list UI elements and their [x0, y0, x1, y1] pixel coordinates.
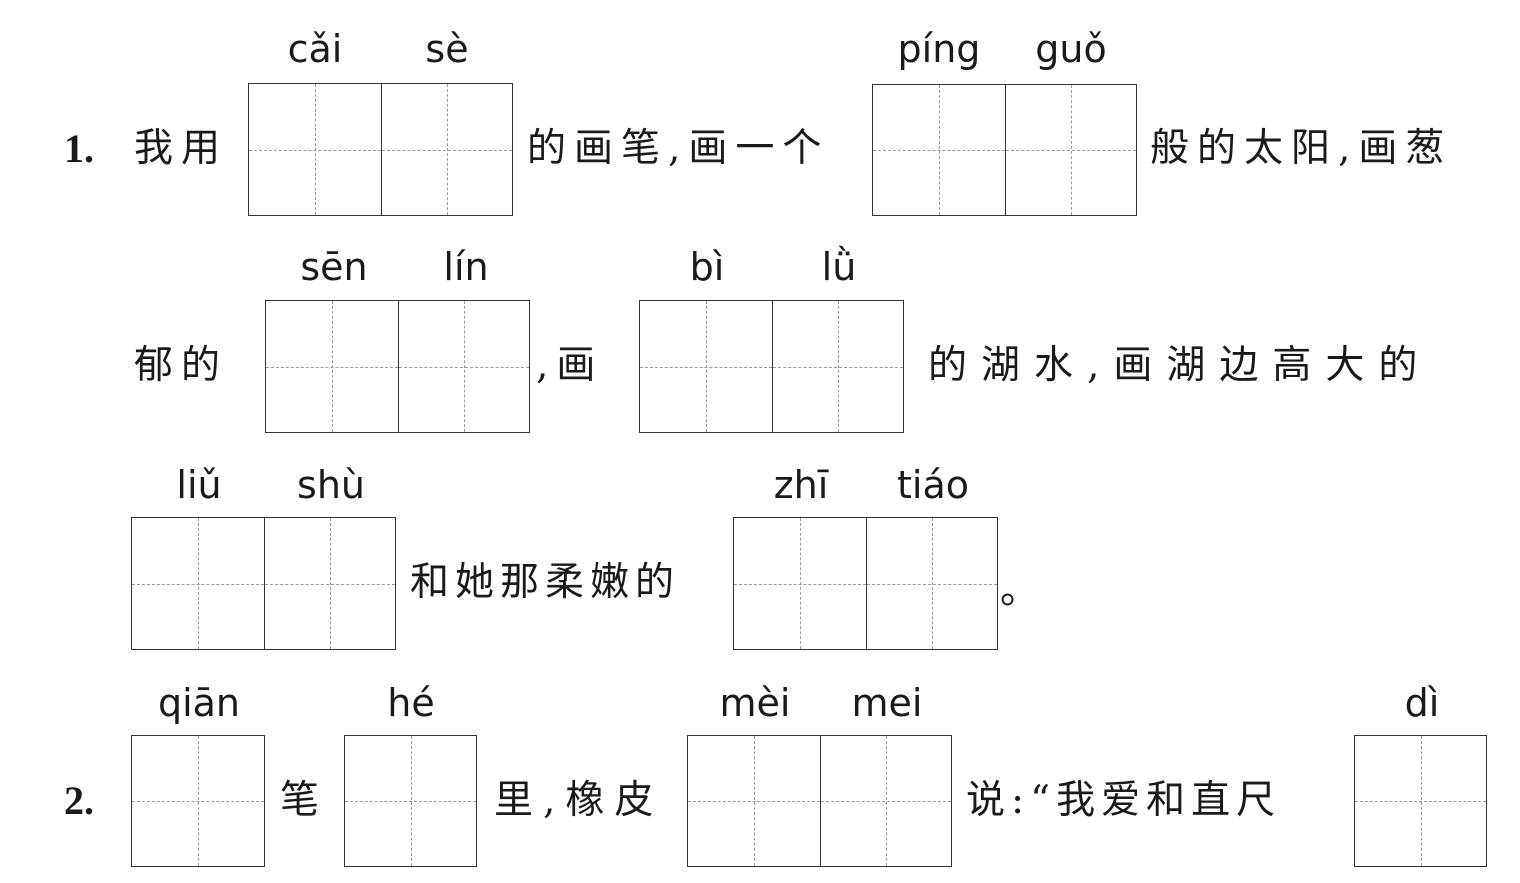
- tianzige-cell[interactable]: [132, 518, 264, 649]
- q2-text-2: 里,橡皮: [494, 778, 664, 823]
- q1-line3-period: 。: [1000, 568, 1048, 613]
- answer-box-senlin[interactable]: [265, 300, 530, 433]
- pinyin-lv: lǜ: [821, 245, 857, 289]
- tianzige-cell[interactable]: [249, 84, 381, 215]
- tianzige-cell[interactable]: [132, 736, 264, 866]
- answer-box-caise[interactable]: [248, 83, 513, 216]
- q2-text-3: 说:“我爱和直尺: [966, 778, 1282, 823]
- answer-box-di[interactable]: [1354, 735, 1487, 867]
- question-number-1: 1.: [64, 126, 94, 171]
- tianzige-cell[interactable]: [640, 301, 772, 432]
- pinyin-zhi: zhī: [773, 463, 829, 507]
- q1-line1-text-3: 般的太阳,画葱: [1150, 126, 1453, 171]
- answer-box-bilv[interactable]: [639, 300, 904, 433]
- q1-line3-text-1: 和她那柔嫩的: [410, 560, 681, 605]
- tianzige-cell[interactable]: [380, 84, 513, 215]
- pinyin-he: hé: [387, 681, 435, 725]
- tianzige-cell[interactable]: [688, 736, 820, 866]
- tianzige-cell[interactable]: [865, 518, 998, 649]
- answer-box-he[interactable]: [344, 735, 477, 867]
- pinyin-mei-2: mei: [851, 681, 923, 725]
- answer-box-zhitiao[interactable]: [733, 517, 998, 650]
- answer-box-meimei[interactable]: [687, 735, 952, 867]
- pinyin-cai: cǎi: [287, 27, 343, 71]
- tianzige-cell[interactable]: [873, 85, 1005, 215]
- answer-box-qian[interactable]: [131, 735, 265, 867]
- pinyin-shu: shù: [297, 463, 365, 507]
- q1-line2-text-3: 的湖水,画湖边高大的: [928, 343, 1432, 388]
- pinyin-ping: píng: [897, 27, 981, 71]
- pinyin-lin: lín: [443, 245, 489, 289]
- q1-line2-text-1: 郁的: [134, 343, 229, 388]
- tianzige-cell[interactable]: [397, 301, 530, 432]
- tianzige-cell[interactable]: [771, 301, 904, 432]
- q2-text-1: 笔: [280, 778, 328, 823]
- tianzige-cell[interactable]: [734, 518, 866, 649]
- tianzige-cell[interactable]: [266, 301, 398, 432]
- tianzige-cell[interactable]: [1355, 736, 1486, 866]
- pinyin-tiao: tiáo: [897, 463, 969, 507]
- pinyin-di: dì: [1404, 681, 1440, 725]
- pinyin-liu: liǔ: [176, 463, 222, 507]
- pinyin-qian: qiān: [157, 681, 241, 725]
- pinyin-bi: bì: [689, 245, 725, 289]
- answer-box-liushu[interactable]: [131, 517, 396, 650]
- tianzige-cell[interactable]: [1004, 85, 1137, 215]
- answer-box-pingguo[interactable]: [872, 84, 1137, 216]
- q1-line1-text-2: 的画笔,画一个: [527, 126, 830, 171]
- tianzige-cell[interactable]: [819, 736, 952, 866]
- pinyin-sen: sēn: [300, 245, 368, 289]
- tianzige-cell[interactable]: [345, 736, 476, 866]
- q1-line2-text-2: ,画: [536, 343, 604, 388]
- pinyin-se: sè: [425, 27, 469, 71]
- pinyin-mei-1: mèi: [719, 681, 791, 725]
- q1-line1-text-1: 我用: [134, 126, 229, 171]
- pinyin-guo: guǒ: [1035, 27, 1107, 71]
- tianzige-cell[interactable]: [263, 518, 396, 649]
- question-number-2: 2.: [64, 778, 94, 823]
